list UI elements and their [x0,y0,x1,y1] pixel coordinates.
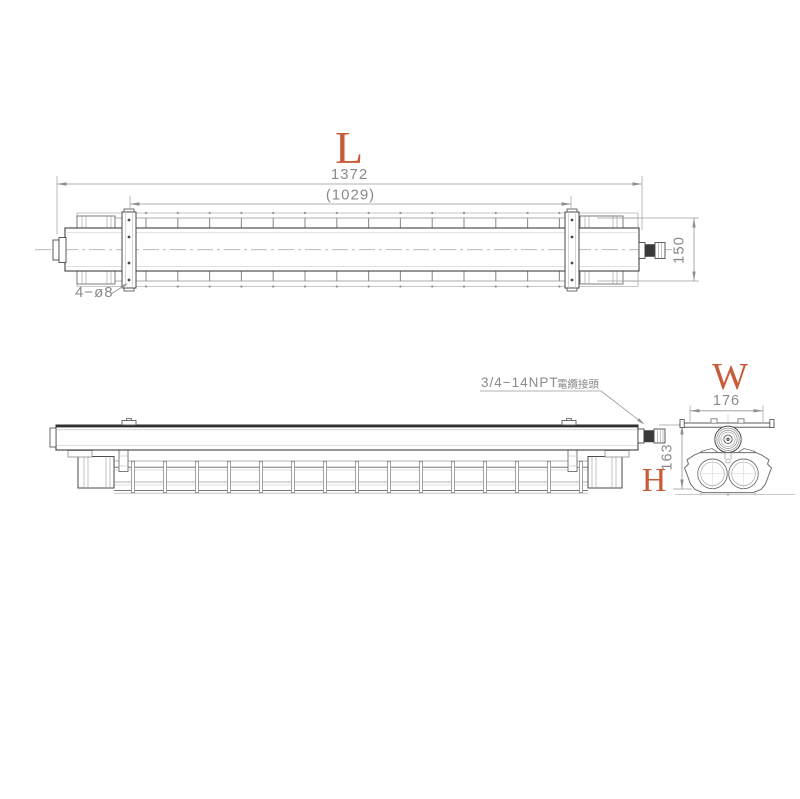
overall-height-dim: 163 [660,443,676,470]
gland-thread-label: 3/4−14NPT [481,375,559,390]
end-view [675,414,795,500]
gland-cjk-label: 電纜接頭 [557,378,599,391]
cable-gland-side [637,428,666,444]
height-letter: H [642,462,667,499]
body-height-dim: 150 [671,236,688,264]
side-view-dimensions: 3/4−14NPT 電纜接頭 H 163 [480,375,692,499]
side-view [49,418,666,494]
wire-guard-side [114,460,588,494]
mounting-bracket-right [564,208,580,292]
guard-band-lines [76,212,639,287]
overall-width-dim: 176 [713,393,740,409]
end-view-dimensions: W 176 [689,356,764,424]
guard-cage-ticks [144,211,561,288]
mounting-length-dim: (1029) [326,187,375,204]
tube-end-caps [77,456,623,489]
guard-profile-end [683,452,773,496]
top-view [35,208,684,292]
overall-length-dim: 1372 [331,166,368,183]
housing-body-side [55,424,639,451]
width-letter: W [712,356,748,398]
junction-box-circle [713,425,743,453]
left-end-step [49,427,57,448]
left-end-cap-plan [52,237,67,263]
mounting-bracket-left [121,208,137,292]
length-letter: L [335,122,363,173]
top-mounting-tabs [121,418,577,426]
mounting-holes-dim: 4−ø8 [75,284,114,301]
cable-gland-plan [638,242,666,259]
top-view-dimensions: L 1372 (1029) 150 4−ø8 [56,122,699,301]
